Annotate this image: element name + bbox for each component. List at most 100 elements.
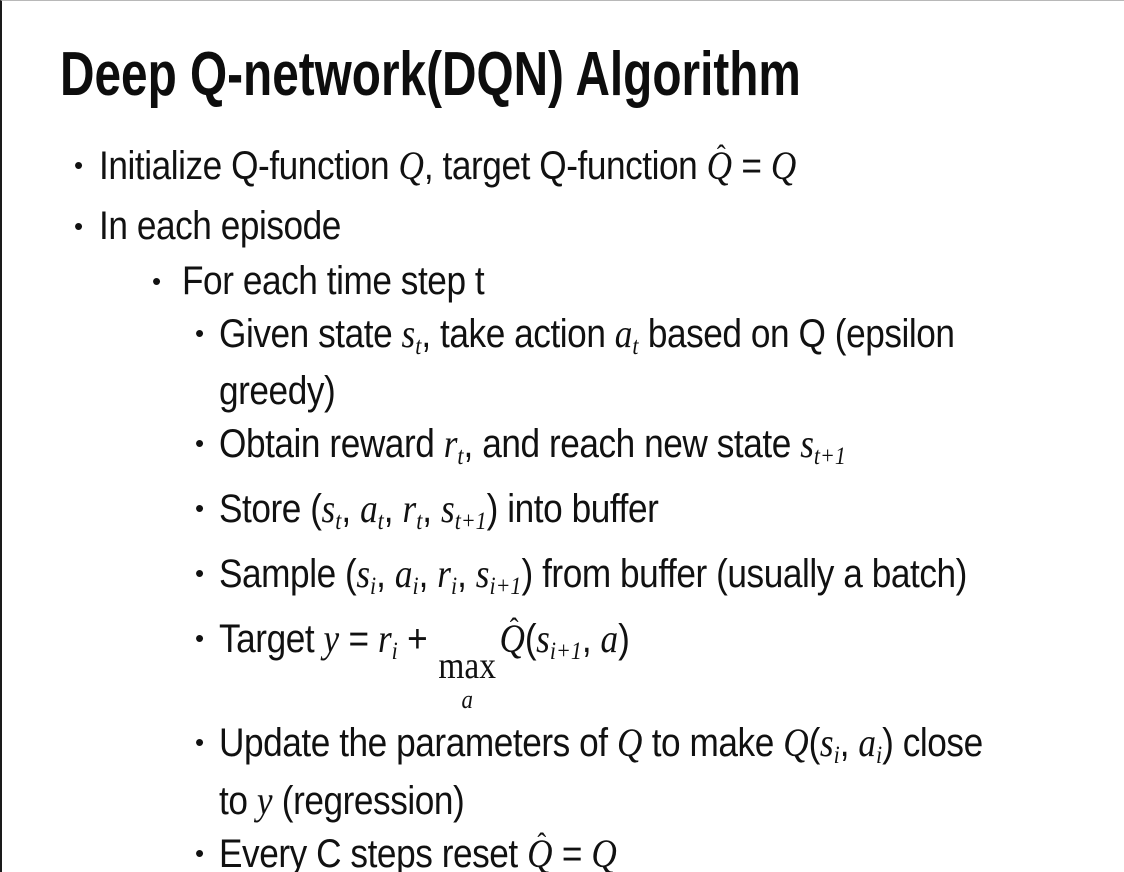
bullet-item: • In each episode: [2, 204, 1124, 249]
math-subscript: t: [335, 508, 342, 536]
text-run: ,: [581, 617, 601, 662]
math-base: a: [614, 311, 633, 357]
bullet-item: •Given state st, take action at based on…: [2, 311, 1124, 414]
math-subscript: i: [833, 742, 840, 770]
hat-accent: ˆ: [716, 139, 726, 172]
text-run: ) into buffer: [486, 487, 659, 532]
text-run: ,: [418, 552, 438, 597]
math-var: Q: [398, 143, 424, 189]
text-run: ,: [383, 487, 403, 532]
text-run: Given state: [219, 312, 402, 357]
math-var: Q: [783, 720, 809, 766]
math-var-sub: st: [321, 486, 342, 535]
text-run: =: [339, 617, 378, 662]
math-base: s: [819, 720, 834, 766]
math-base: Q: [527, 831, 553, 872]
math-subscript: i: [412, 573, 419, 601]
bullet-icon: •: [74, 211, 84, 242]
text-run: (: [808, 721, 821, 766]
hat-accent: ˆ: [537, 827, 547, 860]
text-run: For each time step t: [182, 259, 485, 304]
math-base: s: [356, 551, 371, 597]
math-subscript: t: [415, 333, 422, 361]
text-run: ,: [839, 721, 859, 766]
text-run: to make: [642, 721, 784, 766]
bullet-icon: •: [195, 428, 205, 459]
math-var-sub: ri: [437, 551, 457, 600]
math-base: s: [401, 311, 416, 357]
bullet-text: Given state st, take action at based on …: [219, 311, 955, 414]
text-run: ): [618, 617, 630, 662]
math-base: s: [321, 486, 336, 532]
math-base: r: [377, 616, 392, 662]
text-run: Update the parameters of: [219, 721, 617, 766]
math-base: s: [440, 486, 455, 532]
math-subscript: t: [416, 508, 423, 536]
text-run: Initialize Q-function: [99, 144, 399, 189]
text-run: +: [397, 617, 437, 662]
bullet-text: For each time step t: [182, 259, 485, 304]
bullet-item: • Sample (si, ai, ri, si+1) from buffer (…: [2, 551, 1124, 609]
math-subscript: i+1: [489, 573, 522, 601]
hat-accent: ˆ: [509, 612, 519, 645]
slide-title: Deep Q-network(DQN) Algorithm: [60, 40, 801, 109]
text-run: ,: [341, 487, 361, 532]
text-run: ,: [376, 552, 395, 597]
text-run: , take action: [421, 312, 615, 357]
bullet-text: In each episode: [99, 204, 341, 249]
text-run: , target Q-function: [423, 144, 707, 189]
math-var-sub: ri: [377, 616, 398, 665]
math-base: s: [800, 421, 814, 467]
math-base: r: [402, 486, 417, 532]
math-base: s: [475, 551, 490, 597]
bullet-item: •Obtain reward rt, and reach new state s…: [2, 421, 1124, 479]
math-base: Q: [706, 143, 733, 189]
math-subscript: i: [391, 638, 398, 666]
math-var-sub: si+1: [475, 551, 522, 600]
bullet-icon: •: [195, 558, 205, 589]
bullet-item: • For each time step t: [2, 259, 1124, 304]
math-base: s: [536, 616, 550, 662]
math-base: a: [394, 551, 413, 597]
text-run: greedy): [219, 369, 336, 414]
bullet-item: •Store (st, at, rt, st+1) into buffer: [2, 486, 1124, 544]
math-subscript: i+1: [549, 638, 582, 666]
text-run: Target: [219, 617, 324, 662]
math-subscript: t: [377, 508, 384, 536]
bullet-icon: •: [195, 838, 205, 869]
math-subscript: i: [450, 573, 458, 601]
bullet-text: Sample (si, ai, ri, si+1) from buffer (u…: [219, 551, 967, 609]
bullet-icon: •: [195, 623, 205, 654]
math-subscript: t+1: [813, 443, 846, 471]
text-run: =: [732, 144, 771, 189]
math-var-sub: st+1: [440, 486, 487, 535]
text-run: , and reach new state: [463, 422, 801, 467]
math-base: r: [437, 551, 451, 597]
math-var-sub: st: [401, 311, 422, 360]
math-var: a: [600, 616, 619, 662]
text-run: ) from buffer (usually a batch): [521, 552, 967, 597]
math-subscript: i: [370, 573, 377, 601]
math-var-sub: st+1: [800, 421, 846, 470]
math-var: Q: [616, 720, 643, 766]
math-var-sub: ai: [858, 720, 882, 769]
math-subscript: i: [876, 742, 883, 770]
bullet-icon: •: [195, 727, 205, 758]
math-var-sub: si: [356, 551, 376, 600]
bullet-icon: •: [152, 266, 162, 297]
math-base: a: [360, 486, 378, 532]
bullet-icon: •: [74, 150, 84, 181]
math-subscript: t: [457, 443, 464, 471]
math-var-sub: si+1: [536, 616, 582, 665]
math-subscript: t+1: [454, 508, 487, 536]
bullet-text: Initialize Q-function Q, target Q-functi…: [99, 139, 796, 189]
math-var-sub: at: [614, 311, 639, 360]
math-var-sub: at: [360, 486, 384, 535]
